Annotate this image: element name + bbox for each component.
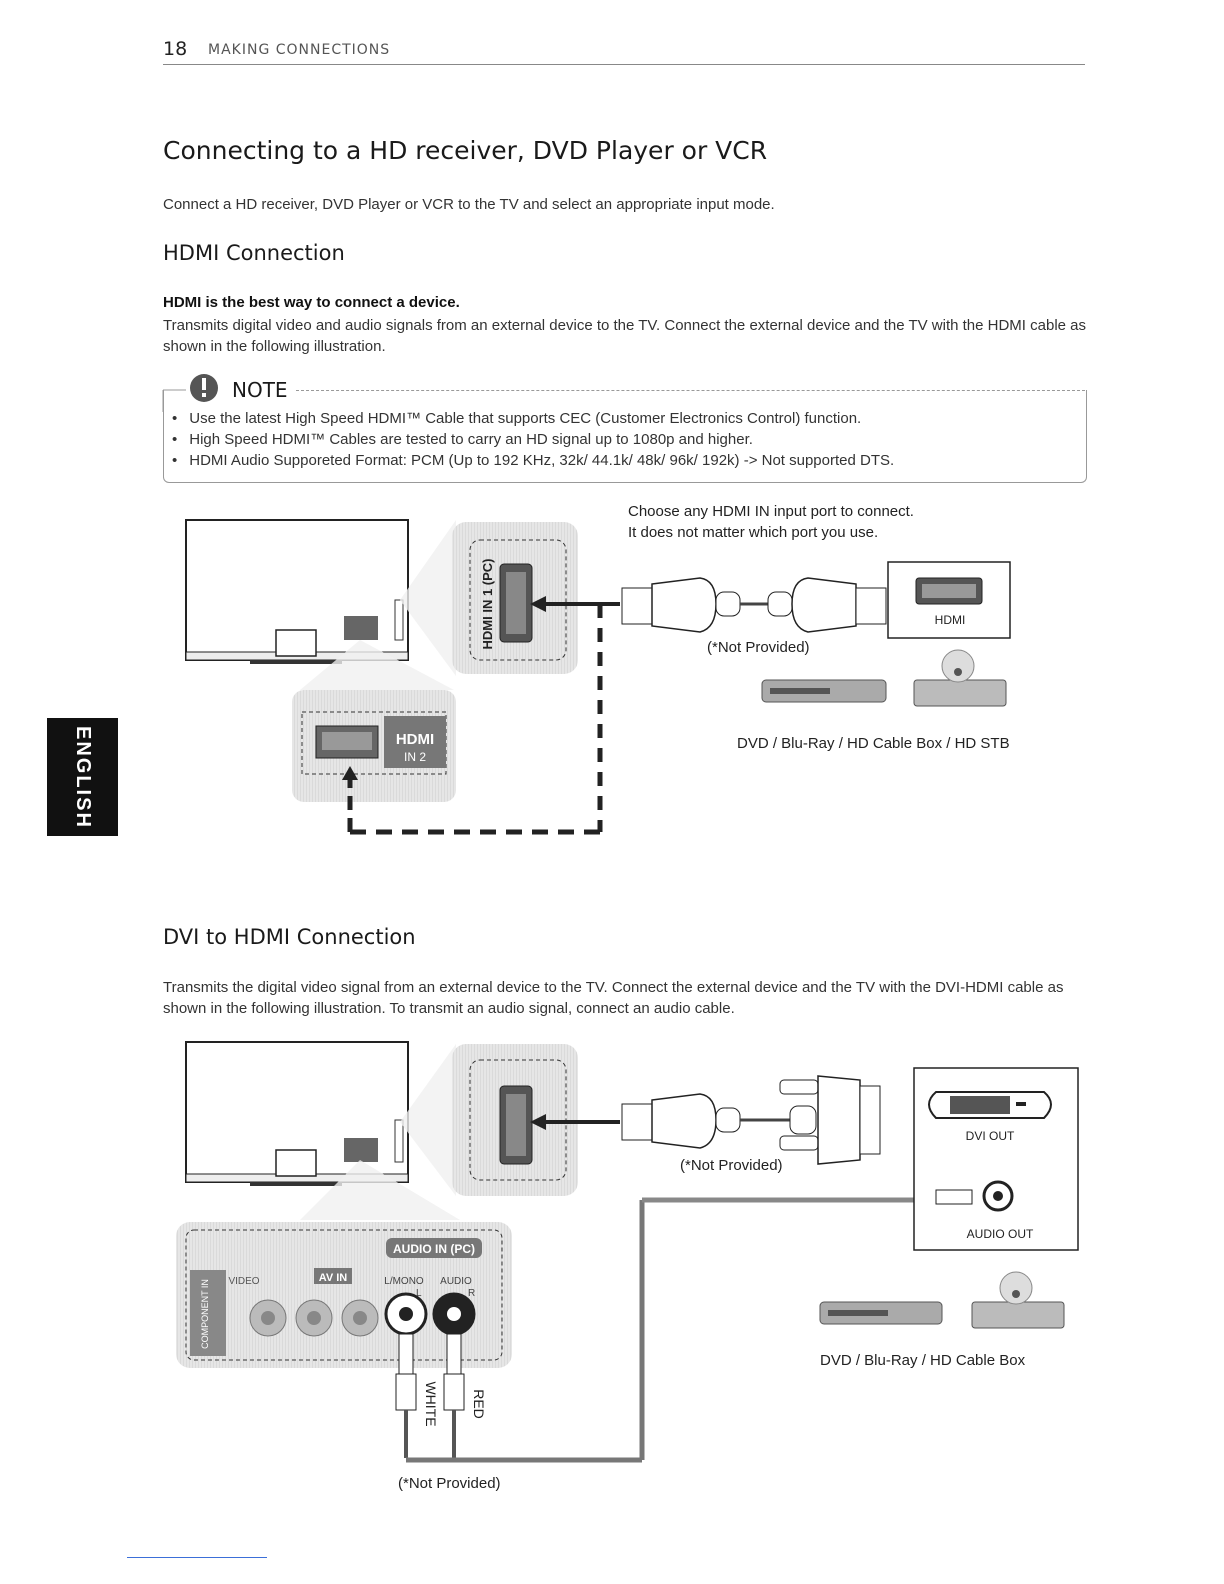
section-title: MAKING CONNECTIONS <box>208 42 391 58</box>
audio-label: AUDIO <box>440 1276 472 1287</box>
dvi-out-label: DVI OUT <box>966 1129 1015 1143</box>
intro-text: Connect a HD receiver, DVD Player or VCR… <box>163 196 775 213</box>
dvi-heading: DVI to HDMI Connection <box>163 925 416 949</box>
note-list: Use the latest High Speed HDMI™ Cable th… <box>172 408 894 471</box>
note-icon <box>162 374 218 412</box>
diagram1-caption-1: Choose any HDMI IN input port to connect… <box>628 503 914 520</box>
language-tab-label: ENGLISH <box>72 725 94 829</box>
dvd-player <box>761 679 887 703</box>
dvi-body: Transmits the digital video signal from … <box>163 979 1064 1017</box>
hdmi-connection-diagram: HDMI IN 1 (PC) HDMI IN 2 HDMI <box>185 503 1011 835</box>
hdmi-in-2-label: IN 2 <box>404 750 426 764</box>
hdmi-in-1-panel: HDMI IN 1 (PC) <box>452 522 578 674</box>
hdmi-heading: HDMI Connection <box>163 241 345 265</box>
note-item: HDMI Audio Supporeted Format: PCM (Up to… <box>172 450 894 471</box>
note-title: NOTE <box>226 378 294 402</box>
diagram1-devices: DVD / Blu-Ray / HD Cable Box / HD STB <box>737 735 1010 752</box>
tv-illustration <box>185 519 409 664</box>
settop-box <box>913 649 1007 707</box>
device-output-panel: DVI OUT AUDIO OUT <box>913 1067 1079 1251</box>
hdmi-in-1-label: HDMI IN 1 (PC) <box>480 559 495 650</box>
diagram2-devices: DVD / Blu-Ray / HD Cable Box <box>820 1352 1026 1369</box>
lmono-label: L/MONO <box>384 1276 424 1287</box>
dvd-player <box>819 1301 943 1325</box>
note-rule <box>296 390 1085 391</box>
white-label: WHITE <box>423 1381 439 1426</box>
footer-link-line <box>127 1557 267 1558</box>
right-label: R <box>468 1288 475 1299</box>
page-number: 18 <box>163 38 188 60</box>
note-item: High Speed HDMI™ Cables are tested to ca… <box>172 429 894 450</box>
note-box <box>163 390 1087 483</box>
audio-out-label: AUDIO OUT <box>967 1227 1034 1241</box>
settop-box <box>971 1271 1065 1329</box>
language-tab <box>47 718 118 836</box>
hdmi-in-1-panel <box>452 1044 578 1196</box>
component-in-label: COMPONENT IN <box>200 1279 210 1349</box>
header-rule <box>163 64 1085 65</box>
diagram1-caption-2: It does not matter which port you use. <box>628 524 878 541</box>
hdmi-cable <box>621 577 887 633</box>
rca-cable: WHITE RED <box>395 1197 920 1463</box>
audio-in-pc-label: AUDIO IN (PC) <box>393 1242 475 1256</box>
hdmi-lead: HDMI is the best way to connect a device… <box>163 294 460 311</box>
device-hdmi-label: HDMI <box>935 613 966 627</box>
device-hdmi-port: HDMI <box>887 561 1011 639</box>
av-in-label: AV IN <box>319 1272 348 1284</box>
not-provided-label-2: (*Not Provided) <box>398 1475 501 1492</box>
not-provided-label: (*Not Provided) <box>680 1157 783 1174</box>
video-label: VIDEO <box>228 1276 259 1287</box>
dvi-hdmi-cable <box>621 1075 881 1165</box>
dvi-connection-diagram: AUDIO IN (PC) AV IN VIDEO L/MONO AUDIO L… <box>176 1041 1079 1492</box>
page-title: Connecting to a HD receiver, DVD Player … <box>163 136 768 165</box>
left-label: L <box>416 1288 422 1299</box>
audio-input-panel: AUDIO IN (PC) AV IN VIDEO L/MONO AUDIO L… <box>176 1222 512 1368</box>
hdmi-in-2-panel: HDMI IN 2 <box>292 690 456 802</box>
hdmi-body: Transmits digital video and audio signal… <box>163 317 1087 355</box>
note-item: Use the latest High Speed HDMI™ Cable th… <box>172 408 894 429</box>
tv-illustration <box>185 1041 409 1186</box>
hdmi-logo: HDMI <box>396 731 434 748</box>
not-provided-label: (*Not Provided) <box>707 639 810 656</box>
red-label: RED <box>471 1389 487 1419</box>
